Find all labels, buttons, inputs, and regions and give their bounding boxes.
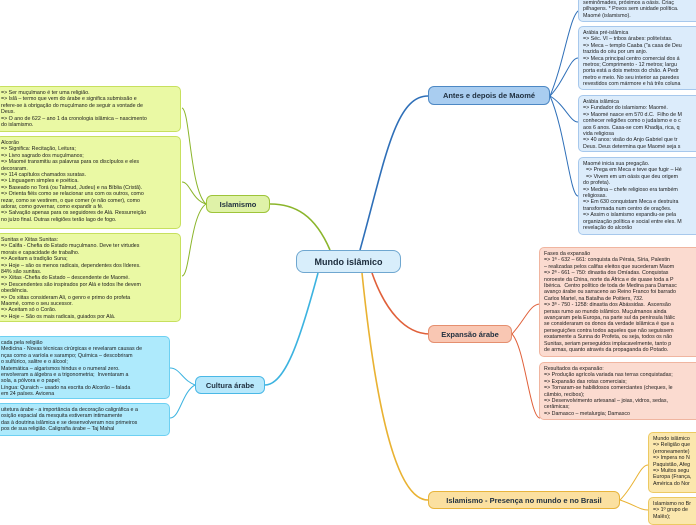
link-exp-1 bbox=[511, 303, 541, 335]
link-islamismo bbox=[269, 203, 331, 251]
link-antes-3 bbox=[549, 95, 579, 123]
link-cul-2 bbox=[169, 384, 196, 419]
note-alcorao[interactable]: Alcorão => Significa: Recitação, Leitura… bbox=[0, 136, 181, 229]
central-topic[interactable]: Mundo islâmico bbox=[296, 250, 401, 273]
link-isl-1 bbox=[181, 107, 207, 205]
note-arabia-pre-islamica[interactable]: Arábia pré-islâmica => Séc. VI – tribos … bbox=[578, 26, 696, 90]
link-antes bbox=[359, 95, 429, 251]
link-cultura bbox=[264, 272, 319, 386]
branch-presenca-mundo-brasil[interactable]: Islamismo - Presença no mundo e no Brasi… bbox=[428, 491, 620, 509]
link-isl-3 bbox=[181, 203, 207, 277]
link-pres-2 bbox=[619, 499, 649, 511]
note-islamismo-brasil[interactable]: Islamismo no Br => 1º grupo de Malês); bbox=[648, 497, 696, 525]
branch-cultura-arabe[interactable]: Cultura árabe bbox=[195, 376, 265, 394]
note-ser-muculmano[interactable]: => Ser muçulmano é ter uma religião. => … bbox=[0, 86, 181, 132]
branch-antes-depois-maome[interactable]: Antes e depois de Maomé bbox=[428, 86, 550, 105]
link-antes-4 bbox=[549, 95, 579, 197]
link-antes-1 bbox=[549, 9, 581, 97]
link-isl-2 bbox=[181, 181, 207, 205]
note-maome-pregacao[interactable]: Maomé inicia sua pregação. => Prega em M… bbox=[578, 157, 696, 235]
link-antes-2 bbox=[549, 57, 579, 97]
note-antes-nomades[interactable]: seminômades, próximos a oásis. Criaç pil… bbox=[578, 0, 696, 22]
note-resultados-expansao[interactable]: Resultados da expansão: => Produção agrí… bbox=[539, 362, 696, 420]
link-presenca bbox=[361, 272, 429, 501]
note-fases-expansao[interactable]: Fases da expansão => 1ª - 632 – 661: con… bbox=[539, 247, 696, 357]
link-pres-1 bbox=[619, 464, 649, 501]
note-arquitetura-caligrafia[interactable]: uitetura árabe - a importância da decora… bbox=[0, 403, 170, 436]
note-arabia-islamica[interactable]: Arábia islâmica => Fundador do islamismo… bbox=[578, 95, 696, 152]
link-exp-2 bbox=[511, 333, 541, 419]
branch-islamismo[interactable]: Islamismo bbox=[206, 195, 270, 213]
note-ciencia-medicina[interactable]: cada pela religião Medicina - Novas técn… bbox=[0, 336, 170, 399]
note-sunitas-xiitas[interactable]: Sunitas e Xiitas Sunitas: => Califa - Ch… bbox=[0, 233, 181, 322]
note-mundo-islamico[interactable]: Mundo islâmico => Religião que (erroneam… bbox=[648, 432, 696, 493]
link-expansao bbox=[371, 272, 431, 335]
branch-expansao-arabe[interactable]: Expansão árabe bbox=[428, 325, 512, 343]
link-cul-1 bbox=[169, 367, 196, 386]
